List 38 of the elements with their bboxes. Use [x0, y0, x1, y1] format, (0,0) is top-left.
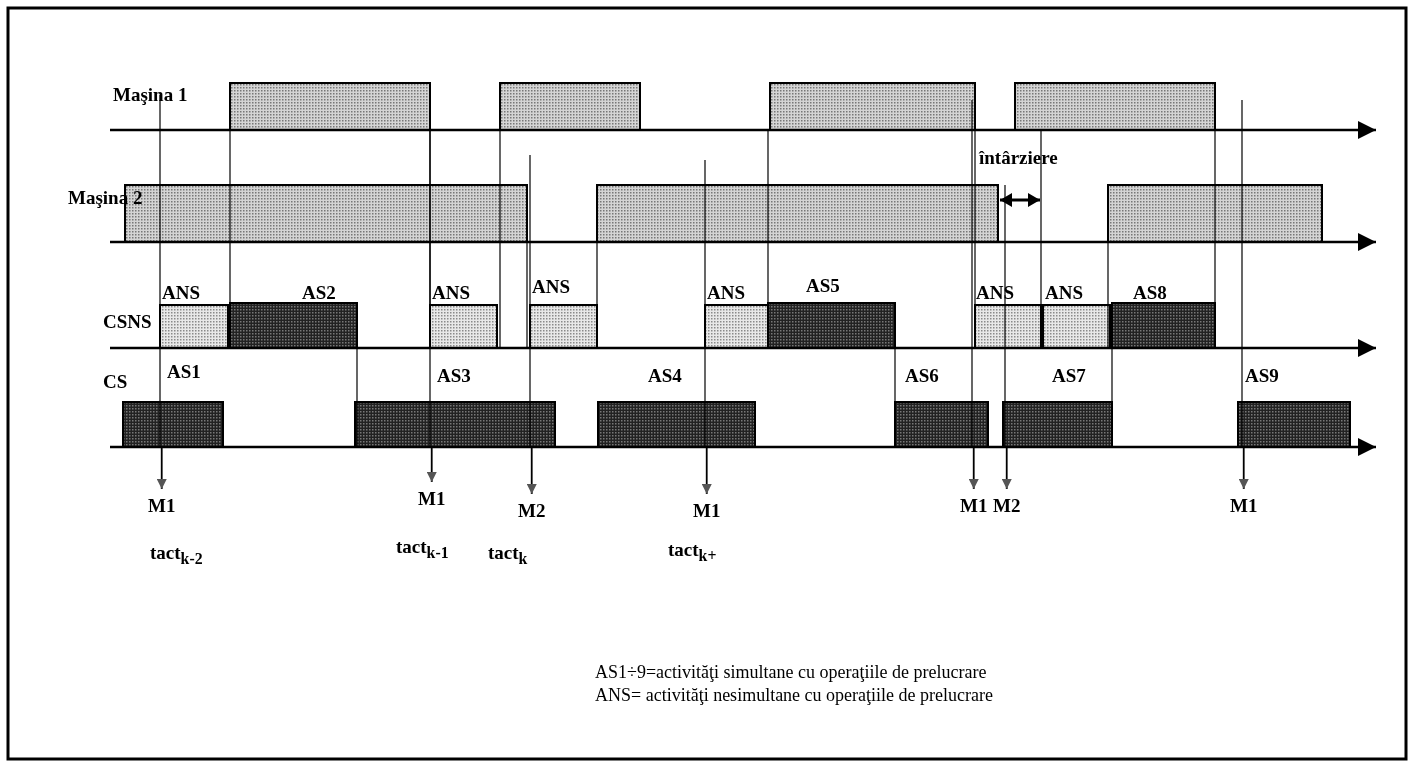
time-marker-arrow	[968, 447, 979, 490]
activity-label: ANS	[532, 277, 570, 296]
time-marker-arrow	[156, 447, 167, 490]
cycle-label: tact$_{k}$	[488, 543, 528, 567]
activity-label: AS2	[302, 283, 336, 302]
activity-label: AS3	[437, 366, 471, 385]
time-marker-arrow	[1001, 447, 1012, 490]
machine-label: M2	[516, 500, 548, 521]
axis-label: CSNS	[103, 312, 152, 331]
legend-note: ANS= activităţi nesimultane cu operaţiile de prelucrare	[595, 686, 993, 704]
activity-label: ANS	[707, 283, 745, 302]
machine-label: M1	[691, 500, 723, 521]
activity-label: ANS	[1045, 283, 1083, 302]
cycle-label: tact$_{k-1}$	[396, 537, 449, 561]
activity-label: ANS	[162, 283, 200, 302]
activity-label: AS9	[1245, 366, 1279, 385]
cycle-label: tact$_{k-2}$	[150, 543, 203, 567]
activity-label: ANS	[432, 283, 470, 302]
machine-label: M2	[991, 495, 1023, 516]
activity-label: AS7	[1052, 366, 1086, 385]
axis-label: Maşina 1	[113, 85, 188, 104]
activity-label: AS8	[1133, 283, 1167, 302]
time-marker-arrow	[701, 447, 712, 495]
machine-label: M1	[958, 495, 990, 516]
time-marker-arrow	[526, 447, 537, 495]
activity-label: AS1	[167, 362, 201, 381]
axis-label: CS	[103, 372, 128, 391]
time-marker-arrow	[426, 447, 437, 483]
activity-label: AS6	[905, 366, 939, 385]
machine-label: M1	[416, 488, 448, 509]
cycle-label: tact$_{k+}$	[668, 540, 717, 564]
machine-label: M1	[1228, 495, 1260, 516]
machine-label: M1	[146, 495, 178, 516]
activity-label: AS4	[648, 366, 682, 385]
time-marker-arrow	[1238, 447, 1249, 490]
activity-label: AS5	[806, 276, 840, 295]
time-axis	[110, 438, 1376, 456]
legend-note: AS1÷9=activităţi simultane cu operaţiile de prelucrare	[595, 663, 987, 681]
